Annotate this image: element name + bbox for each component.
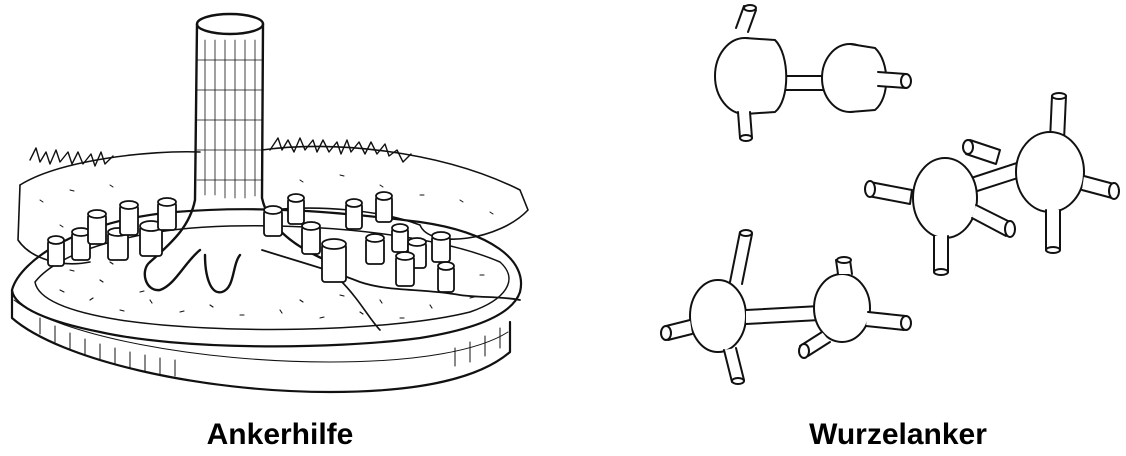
stake (48, 236, 64, 266)
stake (392, 224, 408, 252)
ankerhilfe-illustration (12, 14, 528, 392)
stake (366, 234, 384, 264)
stake (322, 239, 346, 282)
root-anchor-1 (715, 5, 911, 141)
stake (120, 201, 138, 235)
stake (264, 206, 282, 236)
caption-ankerhilfe: Ankerhilfe (180, 418, 380, 452)
root-anchor-2 (865, 93, 1119, 275)
wurzelanker-illustration (661, 5, 1119, 384)
stake (438, 262, 454, 292)
stake (432, 232, 450, 262)
caption-wurzelanker: Wurzelanker (778, 418, 1018, 452)
stake (346, 199, 362, 229)
stake (376, 192, 392, 222)
stake (396, 252, 414, 286)
stake (288, 194, 304, 224)
stake (158, 198, 176, 230)
stake (88, 210, 106, 244)
root-anchor-3 (661, 230, 911, 384)
stake (302, 222, 320, 254)
